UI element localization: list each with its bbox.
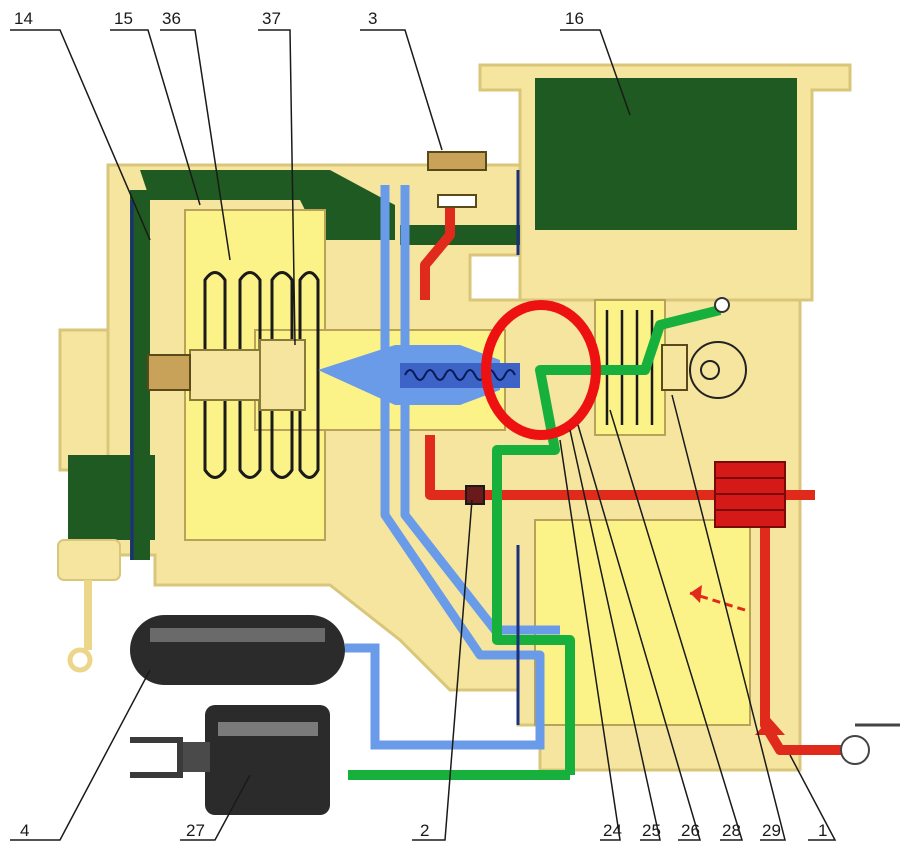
- callout-28: 28: [722, 821, 741, 840]
- leader-lines: [10, 29, 837, 841]
- part-2-check-valve: [465, 485, 485, 505]
- tank-4-line: [345, 643, 545, 750]
- flow-arrow-head: [690, 585, 702, 603]
- part-4-air-tank: [130, 615, 345, 685]
- callout-25: 25: [642, 821, 661, 840]
- callout-36: 36: [162, 9, 181, 28]
- outlet-valve-1: [755, 718, 785, 735]
- callout-3: 3: [368, 9, 377, 28]
- callout-4: 4: [20, 821, 29, 840]
- part-3-cap: [427, 151, 487, 208]
- callout-16: 16: [565, 9, 584, 28]
- callout-37: 37: [262, 9, 281, 28]
- housing-dividers: [130, 170, 520, 725]
- flow-arrow: [689, 591, 746, 612]
- blue-coil: [400, 363, 520, 388]
- part-36-spring: [203, 271, 320, 479]
- right-ball: [689, 341, 747, 399]
- part-27-brake-cylinder: [130, 705, 330, 815]
- control-line: [348, 305, 722, 780]
- brake-pressure-line: [420, 205, 860, 755]
- callouts-top: 14 15 36 37 3 16: [14, 9, 584, 28]
- callout-24: 24: [603, 821, 622, 840]
- callouts-bottom: 4 27 2 24 25 26 28 29 1: [20, 821, 827, 840]
- part-16-reservoir: [535, 78, 797, 230]
- part-37-piston: [147, 339, 306, 411]
- part-14-membrane: [80, 170, 520, 560]
- relay-valve-ribs: [715, 477, 785, 511]
- release-valve: [57, 455, 121, 673]
- highlight-oval: [481, 300, 601, 440]
- callout-26: 26: [681, 821, 700, 840]
- part-29-pin: [661, 344, 688, 391]
- outlet-fitting: [840, 723, 900, 765]
- callout-27: 27: [186, 821, 205, 840]
- right-knob: [700, 360, 720, 380]
- callout-1: 1: [818, 821, 827, 840]
- housing-left-lug: [58, 328, 110, 472]
- control-line-end: [714, 297, 730, 313]
- callout-15: 15: [114, 9, 133, 28]
- callout-29: 29: [762, 821, 781, 840]
- coil-winding: [404, 369, 516, 381]
- callout-2: 2: [420, 821, 429, 840]
- callout-14: 14: [14, 9, 33, 28]
